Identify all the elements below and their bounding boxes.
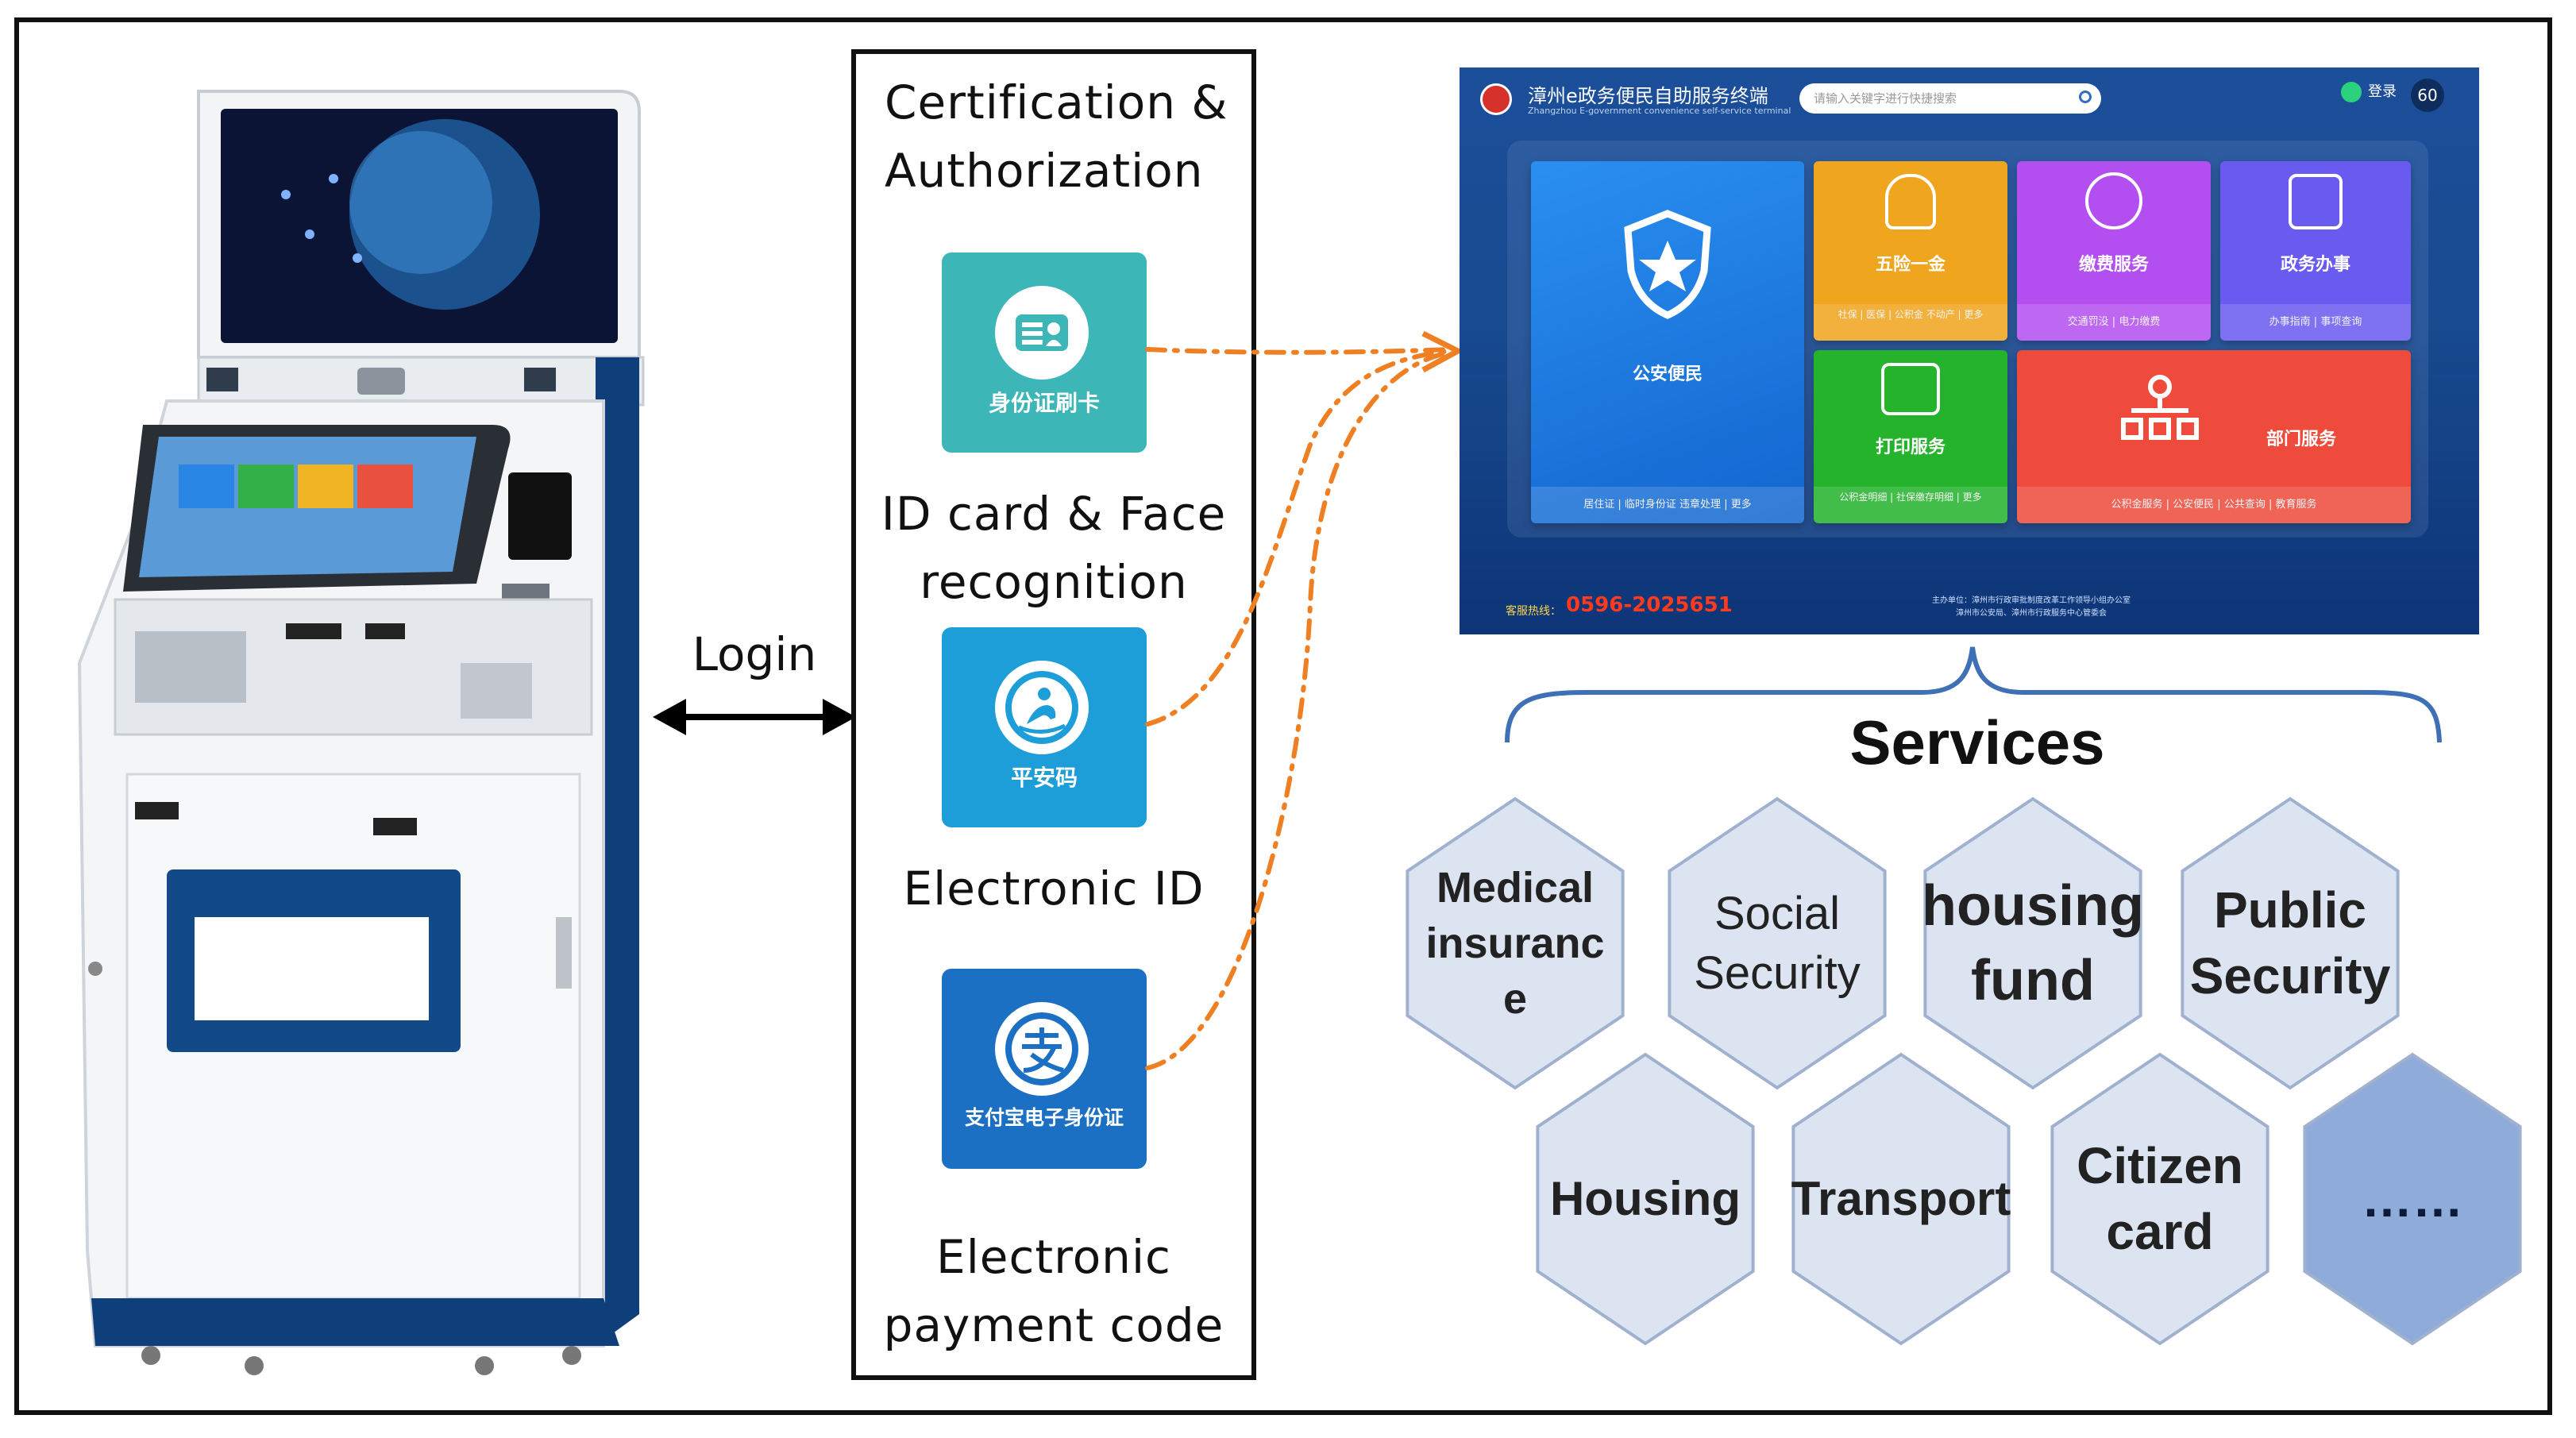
id-card-caption: ID card & Face recognition <box>881 487 1227 609</box>
certification-title: Certification & Authorization <box>885 75 1228 198</box>
portal-tile-fee-payment[interactable]: 缴费服务 交通罚没 | 电力缴费 <box>2017 161 2211 341</box>
service-hexagon-citizen-card <box>2050 1052 2269 1346</box>
service-hexagon-transport <box>1791 1052 2011 1346</box>
certification-box: Certification & Authorization 身份证刷卡 ID c… <box>851 49 1256 1380</box>
calendar-icon <box>2289 174 2343 229</box>
portal-hotline-number: 0596-2025651 <box>1566 593 1733 617</box>
figure-frame <box>14 17 2552 1415</box>
portal-header: 漳州e政务便民自助服务终端 Zhangzhou E-government con… <box>1460 67 2479 131</box>
ping-an-code-icon <box>995 661 1089 754</box>
portal-tile-department-services[interactable]: 部门服务 公积金服务 | 公安便民 | 公共查询 | 教育服务 <box>2017 350 2411 523</box>
portal-login-link[interactable]: 登录 <box>2368 83 2397 100</box>
payment-code-caption: Electronic payment code <box>883 1230 1224 1352</box>
service-hexagon-medical-insurance <box>1406 796 1625 1090</box>
login-label: Login <box>692 627 817 681</box>
services-title: Services <box>1849 707 2105 777</box>
service-label-more: …… <box>2362 1170 2463 1228</box>
arrowhead <box>1421 330 1464 373</box>
service-portal-screenshot: 漳州e政务便民自助服务终端 Zhangzhou E-government con… <box>1460 67 2479 634</box>
kiosk-document-tray <box>135 631 246 703</box>
service-hexagon-social-security <box>1668 796 1887 1090</box>
portal-tile-print-service[interactable]: 打印服务 公积金明细 | 社保缴存明细 | 更多 <box>1814 350 2007 523</box>
portal-tile-government-affairs[interactable]: 政务办事 办事指南 | 事项查询 <box>2220 161 2411 341</box>
portal-tile-five-insurances[interactable]: 五险一金 社保 | 医保 | 公积金 不动产 | 更多 <box>1814 161 2007 341</box>
kiosk-print-outlet <box>195 917 429 1020</box>
portal-title: 漳州e政务便民自助服务终端 <box>1528 85 1768 107</box>
id-card-tile-label: 身份证刷卡 <box>988 390 1100 416</box>
org-chart-icon <box>2121 375 2199 440</box>
arrow-payment-code-to-portal <box>1145 350 1452 1070</box>
alipay-tile-label: 支付宝电子身份证 <box>964 1106 1124 1129</box>
portal-countdown-timer: 60 <box>2411 79 2444 112</box>
service-label-housing: Housing <box>1550 1172 1741 1225</box>
kiosk-camera <box>357 368 405 395</box>
service-hexagon-more <box>2303 1052 2522 1346</box>
arrow-electronic-id-to-portal <box>1145 349 1452 727</box>
service-hexagon-housing <box>1536 1052 1755 1346</box>
user-icon[interactable] <box>2341 82 2362 102</box>
printer-icon <box>1881 363 1940 415</box>
portal-tile-police[interactable]: 公安便民 居住证 | 临时身份证 违章处理 | 更多 <box>1531 161 1804 523</box>
service-hexagon-housing-fund <box>1923 796 2142 1090</box>
portal-credits: 主办单位：漳州市行政审批制度改革工作领导小组办公室 漳州市公安局、漳州市行政服务… <box>1932 596 2131 618</box>
ping-an-code-tile-label: 平安码 <box>1010 765 1078 791</box>
kiosk-side-panel <box>596 357 639 1346</box>
alipay-app-tile: 支付宝电子身份证 <box>942 969 1147 1169</box>
kiosk-illustration <box>77 90 645 1375</box>
login-double-arrow <box>653 699 856 735</box>
alipay-icon <box>995 1002 1089 1096</box>
id-card-app-tile: 身份证刷卡 <box>942 253 1147 453</box>
id-card-icon <box>995 286 1089 380</box>
portal-hotline-label: 客服热线： <box>1506 605 1561 618</box>
portal-logo-icon <box>1480 83 1512 115</box>
search-icon[interactable] <box>2079 91 2092 103</box>
kiosk-base <box>91 1298 619 1346</box>
service-hexagon-public-security <box>2181 796 2400 1090</box>
portal-search-placeholder: 请输入关键字进行快捷搜索 <box>1814 91 1957 106</box>
shield-star-icon <box>1624 210 1711 319</box>
service-label-transport: Transport <box>1791 1172 2011 1225</box>
electronic-id-caption: Electronic ID <box>903 862 1205 916</box>
yen-coin-icon <box>2085 172 2142 229</box>
portal-subtitle: Zhangzhou E-government convenience self-… <box>1528 106 1791 116</box>
ping-an-code-app-tile: 平安码 <box>942 627 1147 827</box>
insurance-shield-icon <box>1885 174 1936 229</box>
kiosk-card-reader <box>508 472 572 560</box>
portal-search-input[interactable]: 请输入关键字进行快捷搜索 <box>1799 83 2101 114</box>
arrow-id-card-to-portal <box>1145 347 1452 355</box>
